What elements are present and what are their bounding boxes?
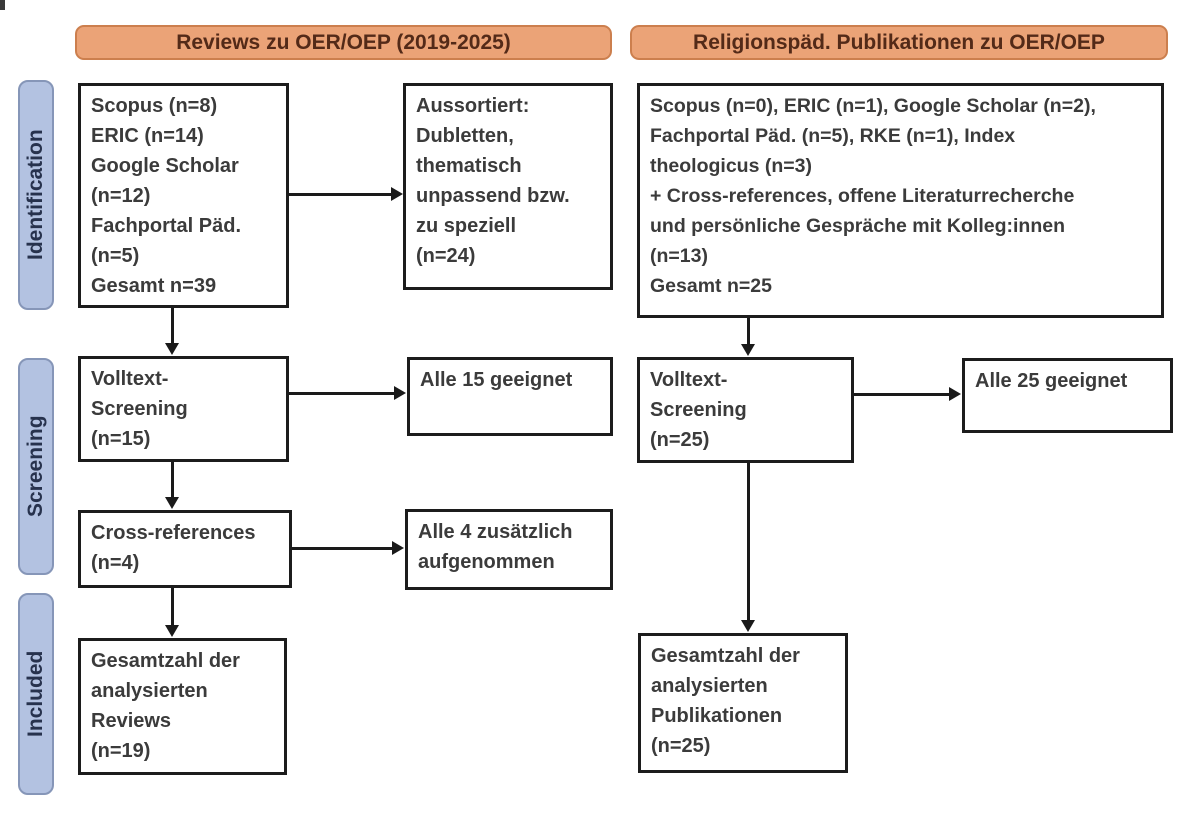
column-header-religionspaed: Religionspäd. Publikationen zu OER/OEP	[630, 25, 1168, 60]
box-left-fulltext-screening: Volltext- Screening (n=15)	[78, 356, 289, 462]
arrow-left-crossref-to-result	[292, 541, 404, 555]
box-right-included-total: Gesamtzahl der analysierten Publikatione…	[638, 633, 848, 773]
stage-label-screening: Screening	[18, 358, 54, 575]
column-header-reviews: Reviews zu OER/OEP (2019-2025)	[75, 25, 612, 60]
arrow-left-crossref-to-included	[165, 588, 179, 637]
box-left-crossref-result: Alle 4 zusätzlich aufgenommen	[405, 509, 613, 590]
box-left-identification-sources: Scopus (n=8) ERIC (n=14) Google Scholar …	[78, 83, 289, 308]
box-left-screening-result: Alle 15 geeignet	[407, 357, 613, 436]
box-right-screening-result: Alle 25 geeignet	[962, 358, 1173, 433]
box-right-identification-sources: Scopus (n=0), ERIC (n=1), Google Scholar…	[637, 83, 1164, 318]
scan-artifact	[0, 0, 5, 10]
stage-label-identification: Identification	[18, 80, 54, 310]
stage-label-included: Included	[18, 593, 54, 795]
box-left-cross-references: Cross-references (n=4)	[78, 510, 292, 588]
arrow-right-screening-to-included	[741, 463, 755, 632]
arrow-left-screening-to-crossref	[165, 462, 179, 509]
box-right-fulltext-screening: Volltext- Screening (n=25)	[637, 357, 854, 463]
box-left-included-total: Gesamtzahl der analysierten Reviews (n=1…	[78, 638, 287, 775]
box-left-excluded: Aussortiert: Dubletten, thematisch unpas…	[403, 83, 613, 290]
arrow-left-sources-to-screening	[165, 308, 179, 355]
arrow-right-screening-to-result	[854, 387, 961, 401]
arrow-right-sources-to-screening	[741, 318, 755, 356]
arrow-left-screening-to-result	[289, 386, 406, 400]
arrow-left-sources-to-excluded	[289, 187, 403, 201]
